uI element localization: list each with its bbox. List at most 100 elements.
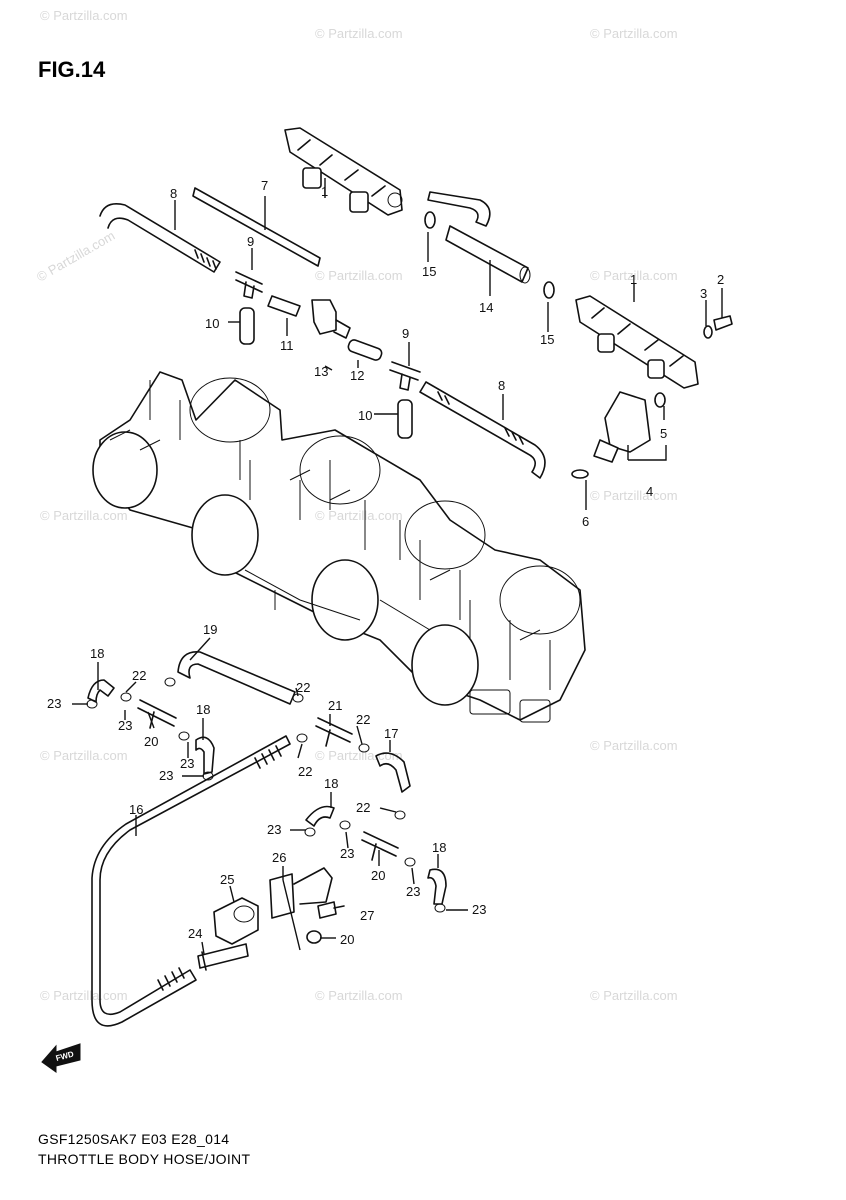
tube-12 [347, 339, 383, 361]
hose-19 [177, 651, 296, 705]
callout-8: 8 [170, 186, 177, 201]
throttle-body-assembly [92, 371, 586, 723]
callout-22: 22 [298, 764, 312, 779]
callout-23: 23 [267, 822, 281, 837]
hose-18-a [87, 679, 115, 703]
callout-18: 18 [324, 776, 338, 791]
o-ring-5 [654, 392, 666, 408]
watermark: © Partzilla.com [590, 488, 678, 503]
hose-17 [375, 752, 411, 793]
o-ring-15-b [543, 281, 555, 299]
o-ring-6 [571, 469, 589, 479]
callout-18: 18 [432, 840, 446, 855]
callout-22: 22 [356, 712, 370, 727]
watermark: © Partzilla.com [40, 8, 128, 23]
injector-4 [593, 391, 651, 463]
watermark: © Partzilla.com [590, 268, 678, 283]
callout-25: 25 [220, 872, 234, 887]
washer-3 [703, 325, 713, 339]
callout-26: 26 [272, 850, 286, 865]
callout-9: 9 [247, 234, 254, 249]
hose-16 [91, 735, 291, 1027]
callout-22: 22 [132, 668, 146, 683]
watermark: © Partzilla.com [40, 508, 128, 523]
tube-10-left [239, 307, 255, 345]
o-ring-15-a [424, 211, 436, 229]
watermark: © Partzilla.com [590, 738, 678, 753]
callout-23: 23 [406, 884, 420, 899]
callout-6: 6 [582, 514, 589, 529]
fuel-rail-right [575, 295, 699, 389]
hose-18-c [305, 805, 335, 827]
hose-8-right [419, 381, 546, 479]
watermark: © Partzilla.com [590, 26, 678, 41]
diagram-code: GSF1250SAK7 E03 E28_014 [38, 1131, 229, 1147]
fitting-24 [197, 943, 249, 971]
callout-11: 11 [280, 338, 294, 353]
leader-lines [72, 178, 723, 955]
hose-7 [192, 187, 321, 267]
bracket-26 [269, 867, 333, 919]
diagram-caption: THROTTLE BODY HOSE/JOINT [38, 1151, 250, 1167]
callout-7: 7 [261, 178, 268, 193]
callout-12: 12 [350, 368, 364, 383]
callout-9: 9 [402, 326, 409, 341]
callout-14: 14 [479, 300, 493, 315]
bolt-27 [317, 901, 345, 919]
callout-10: 10 [205, 316, 219, 331]
callout-23: 23 [118, 718, 132, 733]
callout-23: 23 [472, 902, 486, 917]
watermark: © Partzilla.com [315, 988, 403, 1003]
callout-2: 2 [717, 272, 724, 287]
callout-21: 21 [328, 698, 342, 713]
watermark: © Partzilla.com [40, 988, 128, 1003]
callout-22: 22 [296, 680, 310, 695]
callout-15: 15 [540, 332, 554, 347]
hose-18-d [427, 868, 447, 905]
tee-20-left [137, 699, 177, 729]
callout-16: 16 [129, 802, 143, 817]
solenoid-valve-25 [213, 897, 259, 945]
callout-22: 22 [356, 800, 370, 815]
figure-title: FIG.14 [38, 57, 106, 82]
front-direction-arrow-icon: FWD [41, 1043, 81, 1073]
callout-13: 13 [314, 364, 328, 379]
callout-23: 23 [340, 846, 354, 861]
callout-15: 15 [422, 264, 436, 279]
hose-8-left [99, 203, 221, 273]
callout-5: 5 [660, 426, 667, 441]
callout-24: 24 [188, 926, 202, 941]
tee-9-left [235, 271, 263, 299]
hose-11 [267, 295, 301, 317]
hose-18-b [195, 736, 215, 775]
tube-10-right [397, 399, 413, 439]
callout-23: 23 [47, 696, 61, 711]
tee-20-right [361, 831, 399, 861]
nut-20 [306, 930, 322, 944]
callout-27: 27 [360, 908, 374, 923]
clamps [86, 677, 446, 913]
watermark: © Partzilla.com [34, 228, 117, 285]
tee-9-right [389, 361, 421, 391]
callout-18: 18 [90, 646, 104, 661]
joint-13 [311, 299, 351, 339]
watermark: © Partzilla.com [315, 268, 403, 283]
watermark: © Partzilla.com [315, 748, 403, 763]
callout-1: 1 [321, 184, 328, 199]
callout-10: 10 [358, 408, 372, 423]
fuel-rail-upper [284, 127, 403, 216]
screw-2 [713, 315, 733, 331]
watermark: © Partzilla.com [40, 748, 128, 763]
watermark: © Partzilla.com [590, 988, 678, 1003]
callout-4: 4 [646, 484, 653, 499]
fuel-pipe-14 [427, 191, 531, 284]
callout-23: 23 [159, 768, 173, 783]
callout-17: 17 [384, 726, 398, 741]
watermark: © Partzilla.com [315, 508, 403, 523]
callouts: 1 1 2 3 4 5 6 7 8 8 9 9 10 10 11 12 13 1… [47, 178, 724, 947]
callout-3: 3 [700, 286, 707, 301]
tee-21 [315, 717, 353, 747]
callout-20: 20 [340, 932, 354, 947]
callout-20: 20 [144, 734, 158, 749]
